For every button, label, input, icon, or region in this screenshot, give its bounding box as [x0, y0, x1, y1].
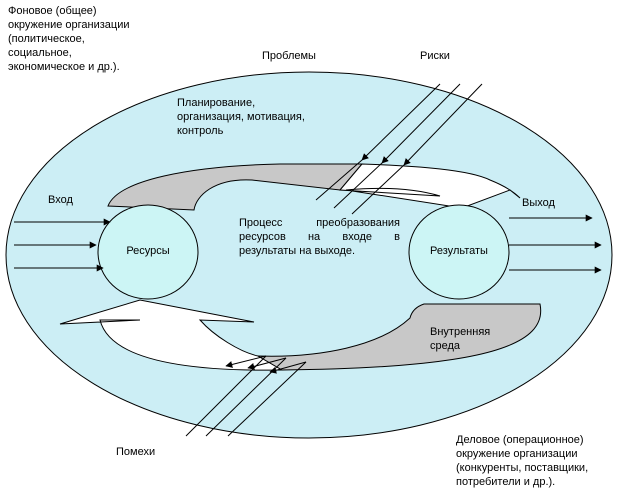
problems-label: Проблемы — [262, 50, 316, 62]
results-label: Результаты — [430, 245, 488, 257]
interference-arrow-head — [247, 357, 287, 370]
results-node — [408, 204, 510, 300]
resources-node — [97, 204, 199, 300]
upper-cycle-arrow-shaded — [107, 163, 364, 211]
risk-line-extension — [315, 159, 363, 201]
risk-line-extension — [333, 162, 383, 209]
interference-label: Помехи — [116, 446, 156, 458]
upper-cycle-arrow-white — [338, 163, 521, 209]
internal-environment-label: Внутренняя среда — [430, 326, 491, 352]
lower-cycle-arrow-shaded — [257, 303, 542, 371]
interference-arrow — [227, 361, 307, 437]
business-environment-label: Деловое (операционное) окружение организ… — [456, 434, 589, 488]
risk-arrow — [403, 83, 483, 166]
process-label: Процесс преобразования ресурсов на входе… — [239, 217, 400, 257]
lower-cycle-arrow-white — [59, 299, 284, 371]
management-label: Планирование, организация, мотивация, ко… — [177, 97, 305, 137]
interference-arrow-head — [269, 361, 307, 374]
output-label: Выход — [522, 197, 555, 209]
risk-arrow — [381, 83, 461, 164]
general-environment-label: Фоновое (общее) окружение организации (п… — [8, 5, 130, 73]
risk-arrow — [361, 83, 441, 161]
interference-arrow-head — [225, 355, 267, 368]
risks-label: Риски — [420, 50, 450, 62]
input-label: Вход — [48, 194, 73, 206]
resources-label: Ресурсы — [126, 245, 170, 257]
risk-line-extension — [351, 164, 405, 215]
